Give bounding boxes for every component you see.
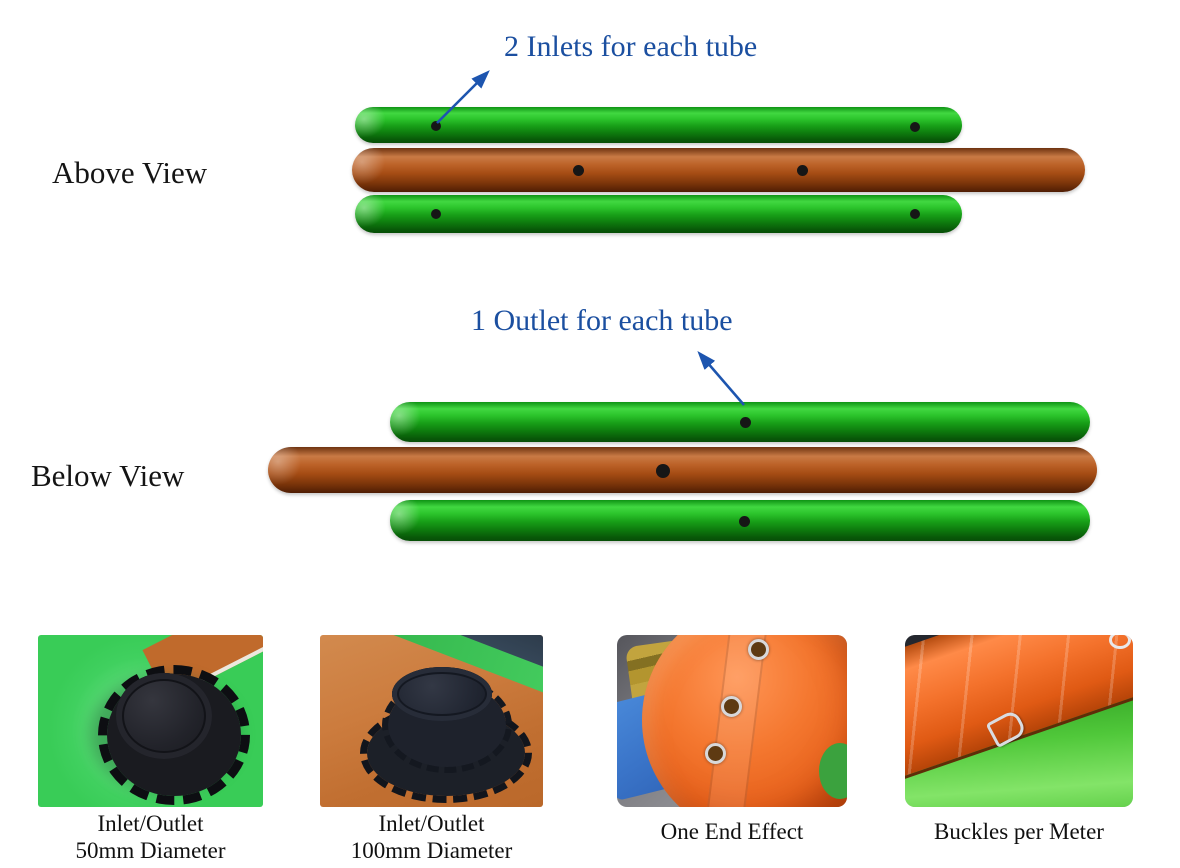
- caption-line: Inlet/Outlet: [97, 811, 204, 836]
- inlet-dot: [797, 165, 808, 176]
- photo-caption: Buckles per Meter: [905, 818, 1133, 845]
- inlet-dot: [573, 165, 584, 176]
- caption-line: Inlet/Outlet: [378, 811, 485, 836]
- valve-cap-top-icon: [116, 673, 212, 759]
- caption-line: One End Effect: [660, 819, 804, 844]
- grommet-icon: [705, 743, 726, 764]
- valve-cap-top-icon: [392, 667, 492, 721]
- outlet-callout-label: 1 Outlet for each tube: [471, 304, 733, 337]
- photo-caption: One End Effect: [617, 818, 847, 845]
- photo-caption: Inlet/Outlet 50mm Diameter: [38, 810, 263, 864]
- above-view-green-tube-top: [355, 107, 962, 143]
- outlet-dot: [656, 464, 670, 478]
- above-view-orange-tube: [352, 148, 1085, 192]
- inlets-callout-label: 2 Inlets for each tube: [504, 30, 758, 63]
- photo-buckles-per-meter: [905, 635, 1133, 807]
- green-object: [819, 743, 847, 799]
- caption-line: Buckles per Meter: [934, 819, 1104, 844]
- inlet-dot: [910, 209, 920, 219]
- strap-loop-icon: [1109, 635, 1131, 649]
- inlet-dot: [431, 209, 441, 219]
- below-view-label: Below View: [31, 458, 185, 493]
- caption-line: 100mm Diameter: [350, 838, 513, 863]
- outlet-dot: [739, 516, 750, 527]
- grommet-icon: [748, 639, 769, 660]
- outlet-dot: [740, 417, 751, 428]
- photo-inlet-outlet-100mm: [320, 635, 543, 807]
- above-view-label: Above View: [52, 155, 208, 190]
- photo-one-end-effect: [617, 635, 847, 807]
- inlet-callout-arrow: [436, 70, 490, 124]
- tube-seam-strip: [703, 635, 771, 807]
- below-view-orange-tube: [268, 447, 1097, 493]
- above-view-green-tube-bottom: [355, 195, 962, 233]
- caption-line: 50mm Diameter: [75, 838, 226, 863]
- photo-caption: Inlet/Outlet 100mm Diameter: [320, 810, 543, 864]
- photo-inlet-outlet-50mm: [38, 635, 263, 807]
- inlet-dot: [431, 121, 441, 131]
- inlet-dot: [910, 122, 920, 132]
- outlet-callout-arrow: [697, 350, 745, 406]
- grommet-icon: [721, 696, 742, 717]
- tube-end-icon: [642, 635, 847, 807]
